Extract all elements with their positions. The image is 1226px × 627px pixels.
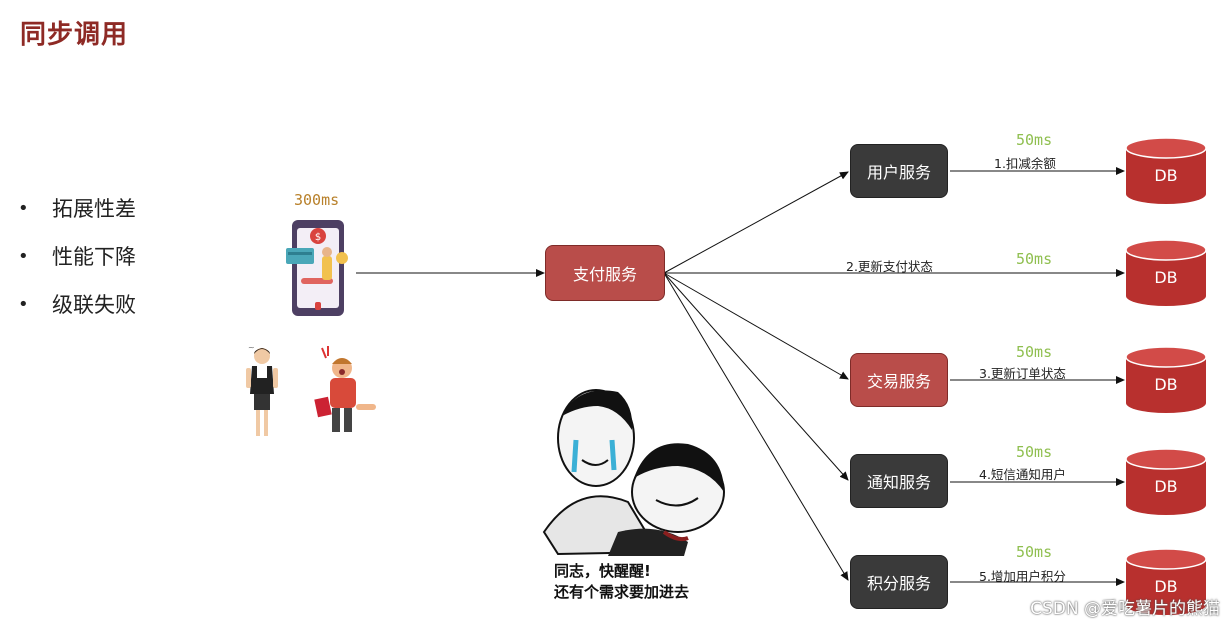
database-icon: [1125, 239, 1207, 306]
meme-illustration: [542, 389, 725, 556]
database-node: DB: [1125, 548, 1207, 615]
step-label: 4.短信通知用户: [979, 467, 1066, 482]
database-icon: [1125, 346, 1207, 413]
notify-service-node: 通知服务: [850, 454, 948, 508]
database-label: DB: [1154, 375, 1178, 394]
bullet-list: •拓展性差 •性能下降 •级联失败: [18, 184, 136, 328]
watermark: CSDN @爱吃薯片的熊猫: [1030, 599, 1220, 619]
bullet-item: •级联失败: [18, 280, 136, 328]
latency-label: 50ms: [1016, 131, 1053, 149]
meme-caption-line: 还有个需求要加进去: [554, 583, 690, 601]
latency-label: 50ms: [1016, 443, 1053, 461]
arrow-payment-to-trade: [663, 272, 849, 380]
main-latency: 300ms: [294, 191, 340, 209]
database-label: DB: [1154, 577, 1178, 596]
user-service-node: 用户服务: [850, 144, 948, 198]
database-label: DB: [1154, 166, 1178, 185]
meme-caption: 同志，快醒醒! 还有个需求要加进去: [554, 561, 689, 603]
step-label: 2.更新支付状态: [846, 259, 933, 274]
points-service-node: 积分服务: [850, 555, 948, 609]
page-title: 同步调用: [20, 20, 129, 50]
database-icon: [1125, 137, 1207, 204]
trade-service-node: 交易服务: [850, 353, 948, 407]
arrow-payment-to-points: [663, 272, 849, 581]
database-icon: [1125, 448, 1207, 515]
latency-label: 50ms: [1016, 343, 1053, 361]
database-label: DB: [1154, 477, 1178, 496]
arrow-payment-to-user: [663, 171, 849, 274]
database-node: DB: [1125, 239, 1207, 306]
database-node: DB: [1125, 448, 1207, 515]
angry-man-icon: [314, 346, 376, 432]
database-node: DB: [1125, 346, 1207, 413]
latency-label: 50ms: [1016, 250, 1053, 268]
step-label: 1.扣减余额: [994, 156, 1056, 171]
arrow-payment-to-notify: [663, 272, 849, 481]
step-label: 5.增加用户积分: [979, 569, 1066, 584]
database-node: DB: [1125, 137, 1207, 204]
worried-woman-icon: ~: [246, 344, 278, 436]
bullet-text: 性能下降: [52, 245, 136, 269]
svg-text:$: $: [315, 232, 321, 243]
phone-payment-icon: $: [286, 220, 348, 316]
bullet-item: •拓展性差: [18, 184, 136, 232]
payment-service-node: 支付服务: [545, 245, 665, 301]
svg-text:~: ~: [248, 344, 255, 352]
meme-caption-line: 同志，快醒醒!: [554, 562, 651, 580]
bullet-text: 拓展性差: [52, 197, 136, 221]
bullet-item: •性能下降: [18, 232, 136, 280]
latency-label: 50ms: [1016, 543, 1053, 561]
bullet-text: 级联失败: [52, 293, 136, 317]
step-label: 3.更新订单状态: [979, 366, 1066, 381]
database-label: DB: [1154, 268, 1178, 287]
